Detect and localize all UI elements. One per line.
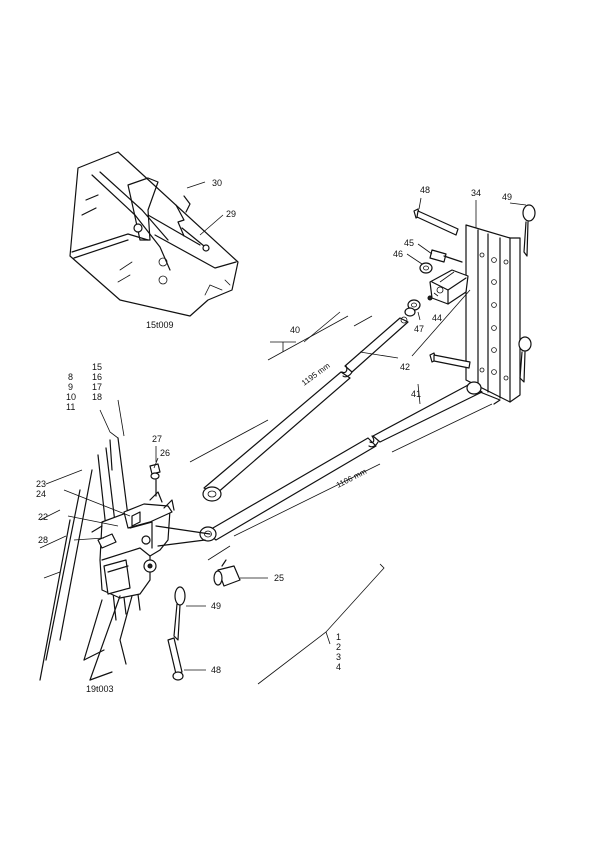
callout-23: 23 bbox=[36, 479, 46, 489]
lynch-pin-top bbox=[522, 204, 536, 257]
callout-25: 25 bbox=[274, 573, 284, 583]
clevis-bracket-44 bbox=[427, 269, 469, 305]
callout-41: 41 bbox=[411, 389, 421, 399]
callout-48-left: 48 bbox=[211, 665, 221, 675]
callout-45: 45 bbox=[404, 238, 414, 248]
callout-44: 44 bbox=[432, 313, 442, 323]
lynch-pin-left bbox=[173, 586, 186, 641]
lynch-pin-bottom bbox=[518, 336, 532, 383]
mounting-assembly bbox=[39, 437, 211, 681]
upright-bracket bbox=[465, 224, 521, 403]
label-inset-ref: 15t009 bbox=[146, 320, 174, 330]
callout-8: 8 bbox=[68, 372, 73, 382]
callout-4: 4 bbox=[336, 662, 341, 672]
callout-26: 26 bbox=[160, 448, 170, 458]
pin-left-48 bbox=[167, 637, 184, 681]
callout-3: 3 bbox=[336, 652, 341, 662]
bolt-42 bbox=[429, 352, 471, 369]
callout-10: 10 bbox=[66, 392, 76, 402]
callout-49-top: 49 bbox=[502, 192, 512, 202]
callout-49-left: 49 bbox=[211, 601, 221, 611]
callout-11: 11 bbox=[66, 402, 75, 412]
nuts-47 bbox=[404, 299, 421, 317]
label-drawing-ref: 19t003 bbox=[86, 684, 114, 694]
callout-18: 18 bbox=[92, 392, 102, 402]
callout-9: 9 bbox=[68, 382, 73, 392]
leader-lines bbox=[39, 197, 527, 685]
washer-46 bbox=[419, 262, 433, 274]
callout-15: 15 bbox=[92, 362, 102, 372]
lower-bar-41 bbox=[199, 381, 501, 542]
rubber-buffer-25 bbox=[213, 559, 241, 587]
callout-17: 17 bbox=[92, 382, 102, 392]
callout-40: 40 bbox=[290, 325, 300, 335]
callout-30: 30 bbox=[212, 178, 222, 188]
callout-42: 42 bbox=[400, 362, 410, 372]
callout-27: 27 bbox=[152, 434, 162, 444]
callout-29: 29 bbox=[226, 209, 236, 219]
callout-34: 34 bbox=[471, 188, 481, 198]
callout-22: 22 bbox=[38, 512, 48, 522]
bolt-45 bbox=[429, 249, 463, 263]
callout-2: 2 bbox=[336, 642, 341, 652]
dimension-lower-bar: 1106 mm bbox=[335, 467, 369, 490]
upper-bar-40 bbox=[202, 316, 409, 502]
callout-48-top: 48 bbox=[420, 185, 430, 195]
callout-28: 28 bbox=[38, 535, 48, 545]
callout-47: 47 bbox=[414, 324, 424, 334]
callout-16: 16 bbox=[92, 372, 102, 382]
callout-46: 46 bbox=[393, 249, 403, 259]
bolt-top bbox=[413, 208, 459, 236]
callout-24: 24 bbox=[36, 489, 46, 499]
inset-detail bbox=[69, 151, 239, 317]
callout-1: 1 bbox=[336, 632, 341, 642]
